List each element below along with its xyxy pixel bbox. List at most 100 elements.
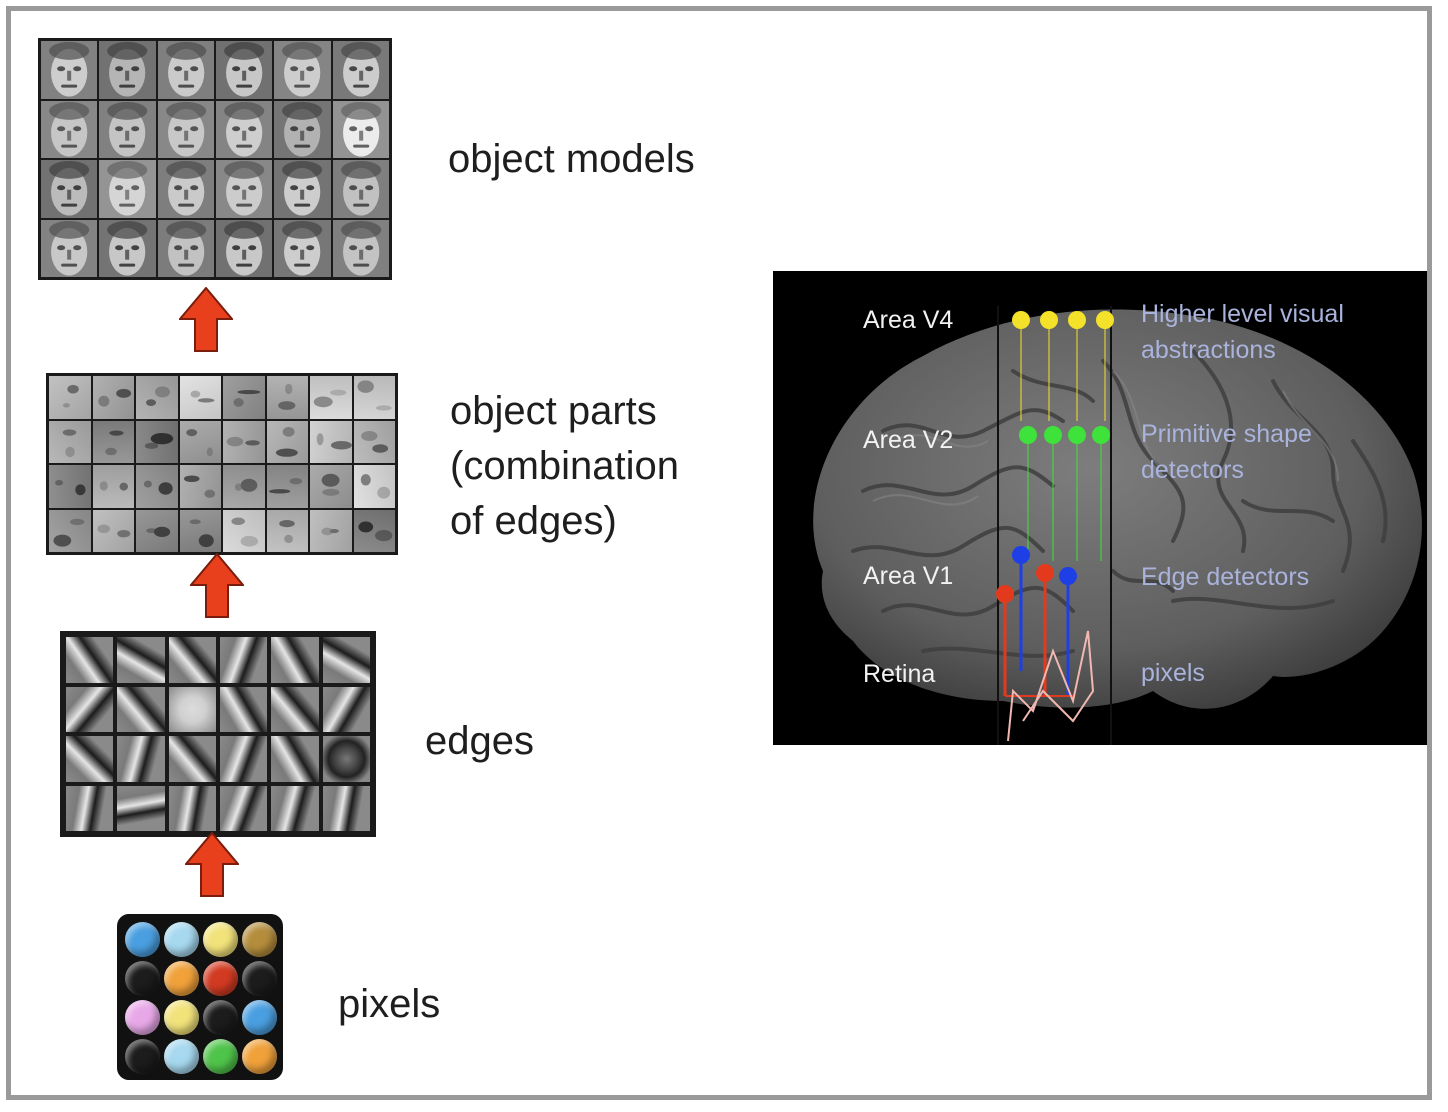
face-filter-cell [215, 41, 273, 99]
edge-filter-cell [66, 736, 114, 782]
object-part-filter-cell [136, 420, 178, 463]
object-part-filter-cell [223, 465, 265, 508]
neuron-dot [1092, 426, 1110, 444]
pixel-dot [164, 1000, 199, 1035]
edge-filter-cell [322, 785, 370, 831]
edge-filter-cell [168, 637, 216, 683]
face-filter-cell [99, 219, 156, 277]
object-part-filter-cell [223, 376, 265, 419]
object-part-filter-cell [266, 420, 308, 463]
edge-filter-cell [168, 785, 216, 831]
edge-filter-cell [322, 637, 370, 683]
object-part-filter-cell [310, 509, 352, 552]
edge-filter-cell [117, 736, 165, 782]
object-part-filter-cell [49, 376, 91, 419]
retina-label: Retina [863, 660, 936, 688]
edge-filter-cell [219, 785, 268, 831]
object-parts-label: object parts (combination of edges) [450, 389, 680, 543]
neuron-dot [1044, 426, 1062, 444]
object-part-filter-cell [179, 420, 221, 463]
object-part-filter-cell [266, 376, 308, 419]
face-filter-cell [332, 100, 389, 158]
object-part-filter-cell [223, 420, 265, 463]
object-part-filter-cell [310, 465, 352, 508]
area-v4-neurons [1012, 311, 1114, 421]
pixel-dot [242, 961, 277, 996]
pixels-label: pixels [338, 982, 441, 1026]
edge-filter-cell [219, 637, 268, 683]
face-filter-cell [157, 219, 214, 277]
pixel-dot [203, 961, 238, 996]
neuron-dot [1012, 311, 1030, 329]
face-filter-cell [99, 160, 156, 218]
edge-filter-cell [117, 686, 165, 732]
face-filter-cell [332, 41, 389, 99]
object-part-filter-cell [310, 420, 352, 463]
edge-filter-cell [117, 785, 165, 831]
edge-filter-cell [66, 785, 114, 831]
edge-filter-cell [271, 637, 319, 683]
pixel-dot [125, 922, 160, 957]
edges-filter-grid [60, 631, 376, 837]
face-filter-cell [41, 41, 98, 99]
face-filter-cell [157, 100, 214, 158]
area-v1-label: Area V1 [863, 562, 954, 590]
edge-filter-cell [271, 686, 319, 732]
object-models-label: object models [448, 137, 695, 181]
face-filter-cell [41, 100, 98, 158]
area-v2-description: Primitive shape detectors [1141, 420, 1312, 484]
face-filter-cell [99, 100, 156, 158]
pixel-dot [125, 1039, 160, 1074]
face-filter-cell [157, 41, 214, 99]
pixel-dot [242, 1039, 277, 1074]
edge-filter-cell [66, 686, 114, 732]
pixel-dot [125, 961, 160, 996]
neuron-dot [1040, 311, 1058, 329]
area-v4-label: Area V4 [863, 306, 954, 334]
object-part-filter-cell [136, 376, 178, 419]
pixels-grid [117, 914, 283, 1080]
object-part-filter-cell [266, 509, 308, 552]
face-filter-cell [99, 41, 156, 99]
up-arrow-icon [179, 287, 233, 352]
object-part-filter-cell [49, 420, 91, 463]
edge-filter-cell [117, 637, 165, 683]
object-part-filter-cell [92, 420, 134, 463]
edge-filter-cell [322, 736, 370, 782]
pixel-dot [164, 922, 199, 957]
object-part-filter-cell [136, 509, 178, 552]
edge-filter-cell [66, 637, 114, 683]
object-parts-filter-grid [46, 373, 398, 555]
object-part-filter-cell [136, 465, 178, 508]
neuron-dot [1068, 311, 1086, 329]
edge-filter-cell [322, 686, 370, 732]
edges-label: edges [425, 719, 534, 763]
face-filter-cell [332, 219, 389, 277]
object-part-filter-cell [179, 376, 221, 419]
object-part-filter-cell [179, 509, 221, 552]
neuron-dot [1059, 567, 1077, 585]
brain-visual-cortex-panel: Area V4 Area V2 Area V1 Retina Higher le… [773, 271, 1427, 745]
pixel-dot [242, 1000, 277, 1035]
pixel-dot [164, 961, 199, 996]
face-filter-cell [41, 219, 98, 277]
area-v2-label: Area V2 [863, 426, 954, 454]
object-part-filter-cell [223, 509, 265, 552]
face-filter-cell [215, 160, 273, 218]
neuron-dot [1012, 546, 1030, 564]
face-filter-cell [157, 160, 214, 218]
up-arrow-icon [185, 832, 239, 897]
neuron-dot [1019, 426, 1037, 444]
object-part-filter-cell [266, 465, 308, 508]
up-arrow-icon [190, 553, 244, 618]
object-part-filter-cell [310, 376, 352, 419]
object-part-filter-cell [49, 509, 91, 552]
pixel-dot [203, 922, 238, 957]
neuron-dot [996, 585, 1014, 603]
neuron-dot [1068, 426, 1086, 444]
neuron-dot [1036, 564, 1054, 582]
edge-filter-cell [271, 785, 319, 831]
object-part-filter-cell [92, 465, 134, 508]
face-filter-cell [274, 100, 331, 158]
retina-signal [1007, 630, 1095, 742]
